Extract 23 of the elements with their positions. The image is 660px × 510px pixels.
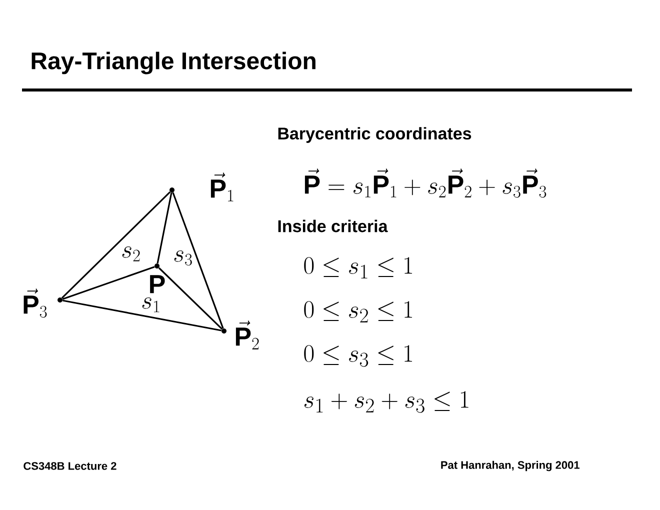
- heading: Inside criteria: [278, 220, 388, 232]
- heading: Barycentric coordinates: [278, 127, 472, 143]
- triangle-edge: [62, 300, 222, 332]
- triangle-edge: [172, 192, 224, 329]
- slide-title: Ray-Triangle Intersection: [32, 52, 316, 74]
- vertex-label: $\mathbf{P}$: [150, 275, 165, 294]
- region-label: $s_2$: [122, 246, 140, 262]
- region-label: $s_1$: [142, 298, 160, 312]
- formula: $0 \le s_2 \le 1$: [304, 301, 412, 322]
- footer-text: CS348B Lecture 2: [24, 462, 116, 470]
- triangle-edge: [158, 267, 223, 330]
- vertex-label: $\vec{\mathbf{P}}_1$: [210, 172, 234, 202]
- triangle-edge: [156, 192, 172, 264]
- triangle-edge: [61, 191, 171, 299]
- region-label: $s_3$: [174, 250, 192, 266]
- formula: $\vec{\mathbf{P}} = s_1\vec{\mathbf{P}}_1 + s_2\vec{\mathbf{P}}_2 + s_3\vec{\mathbf{P}}_3$: [304, 168, 546, 198]
- vertex-label: $\vec{\mathbf{P}}_2$: [236, 320, 259, 350]
- formula: $0 \le s_3 \le 1$: [304, 345, 412, 367]
- vertex-label: $\vec{\mathbf{P}}_3$: [24, 288, 47, 318]
- formula: $0 \le s_1 \le 1$: [304, 257, 412, 278]
- formula: $s_1 + s_2 + s_3 \le 1$: [304, 391, 468, 413]
- triangle-edge: [62, 266, 155, 300]
- footer-text: Pat Hanrahan, Spring 2001: [441, 460, 580, 472]
